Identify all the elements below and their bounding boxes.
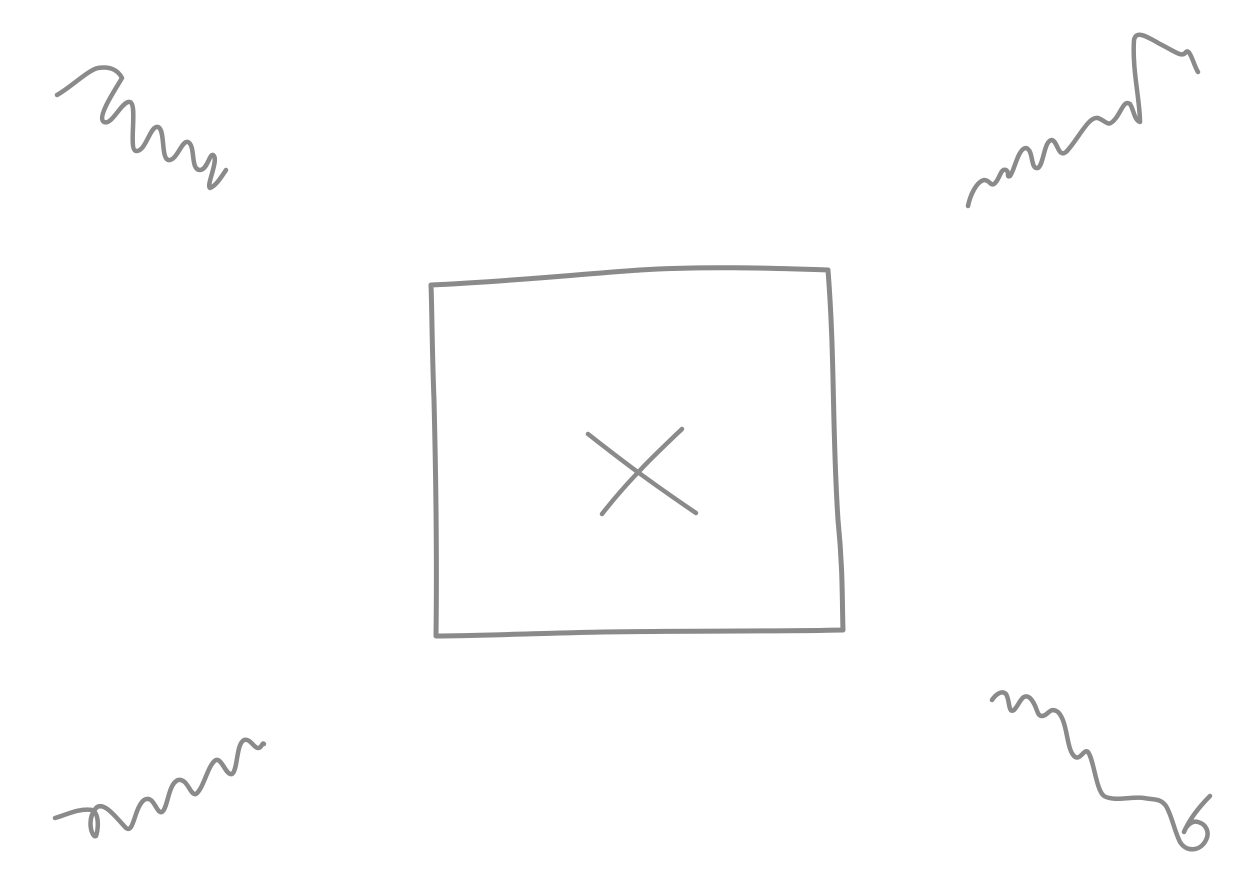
- squiggle-top-right: [965, 32, 1201, 209]
- center-box: [428, 265, 846, 639]
- close-icon[interactable]: [585, 426, 699, 517]
- placeholder-frame: [428, 265, 846, 639]
- close-icon-stroke-b: [599, 426, 685, 517]
- squiggle-top-left: [54, 65, 229, 191]
- squiggle-bottom-left: [52, 737, 267, 839]
- close-icon-stroke-a: [585, 431, 699, 516]
- squiggle-bottom-right: [989, 690, 1213, 852]
